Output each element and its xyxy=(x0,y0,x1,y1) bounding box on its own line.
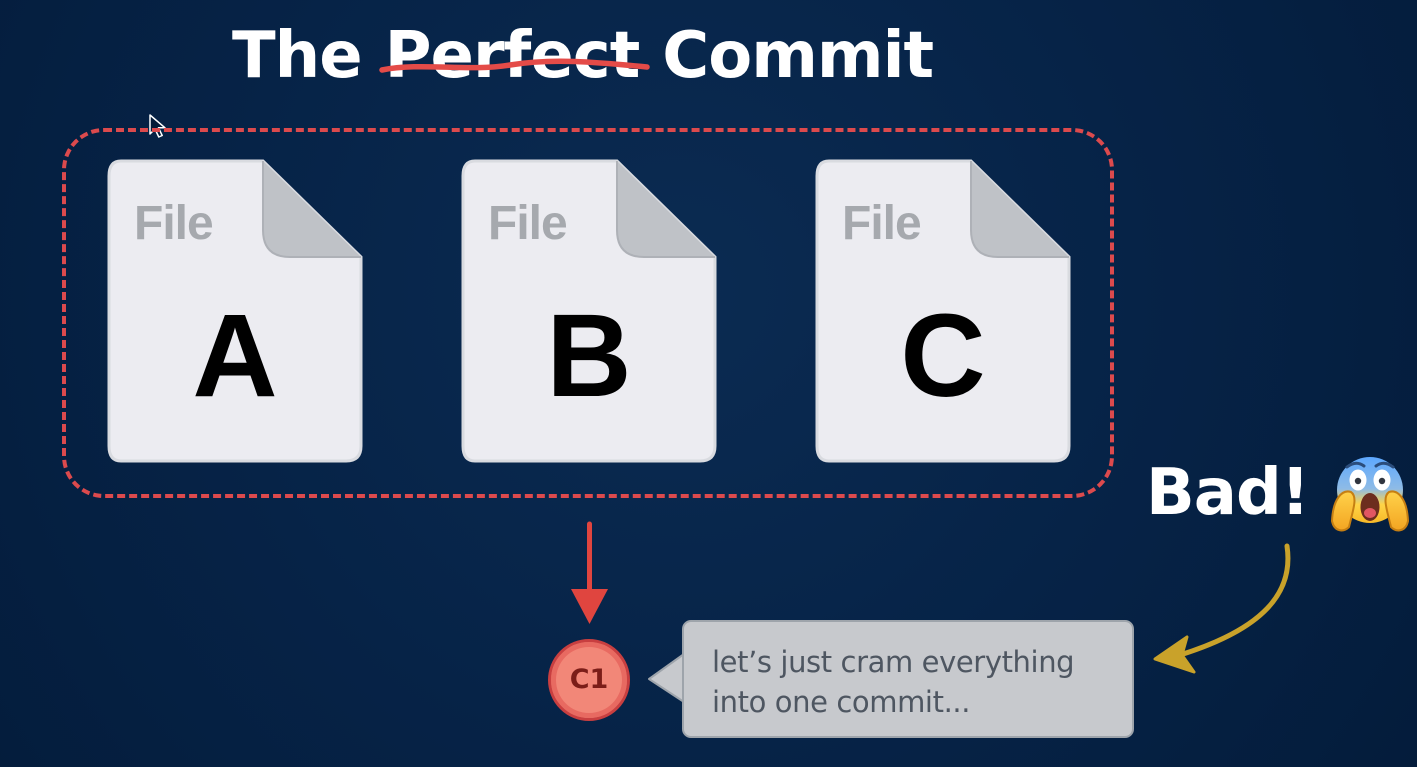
red-down-arrow-icon xyxy=(571,521,608,624)
commit-node-c1: C1 xyxy=(548,639,630,721)
commit-message-bubble: let’s just cram everything into one comm… xyxy=(682,620,1134,738)
file-card-b: File B xyxy=(460,158,718,464)
title-word-the: The xyxy=(232,19,363,93)
strikethrough-line xyxy=(378,58,650,73)
file-card-c: File C xyxy=(814,158,1072,464)
screaming-face-icon xyxy=(1330,457,1410,532)
file-label: File xyxy=(488,197,568,250)
file-document-icon xyxy=(815,159,1071,463)
file-card-a: File A xyxy=(106,158,364,464)
file-letter-b: B xyxy=(546,290,632,422)
file-letter-c: C xyxy=(900,290,986,422)
file-label: File xyxy=(134,197,214,250)
mouse-pointer-icon xyxy=(149,114,166,138)
file-label: File xyxy=(842,197,922,250)
commit-message-line-2: into one commit... xyxy=(712,685,971,719)
file-document-icon xyxy=(107,159,363,463)
file-document-icon xyxy=(461,159,717,463)
speech-bubble-tail xyxy=(648,652,688,704)
commit-message-line-1: let’s just cram everything xyxy=(712,645,1075,679)
slide-title: The Perfect Commit xyxy=(232,18,934,94)
title-struck-text: Perfect xyxy=(384,19,641,93)
bad-callout-label: Bad! xyxy=(1146,456,1310,530)
file-letter-a: A xyxy=(192,290,278,422)
curved-arrow-icon xyxy=(1153,543,1291,674)
file-group-selection-frame xyxy=(62,128,1114,498)
title-word-commit: Commit xyxy=(662,19,934,93)
title-word-perfect: Perfect xyxy=(378,18,650,94)
